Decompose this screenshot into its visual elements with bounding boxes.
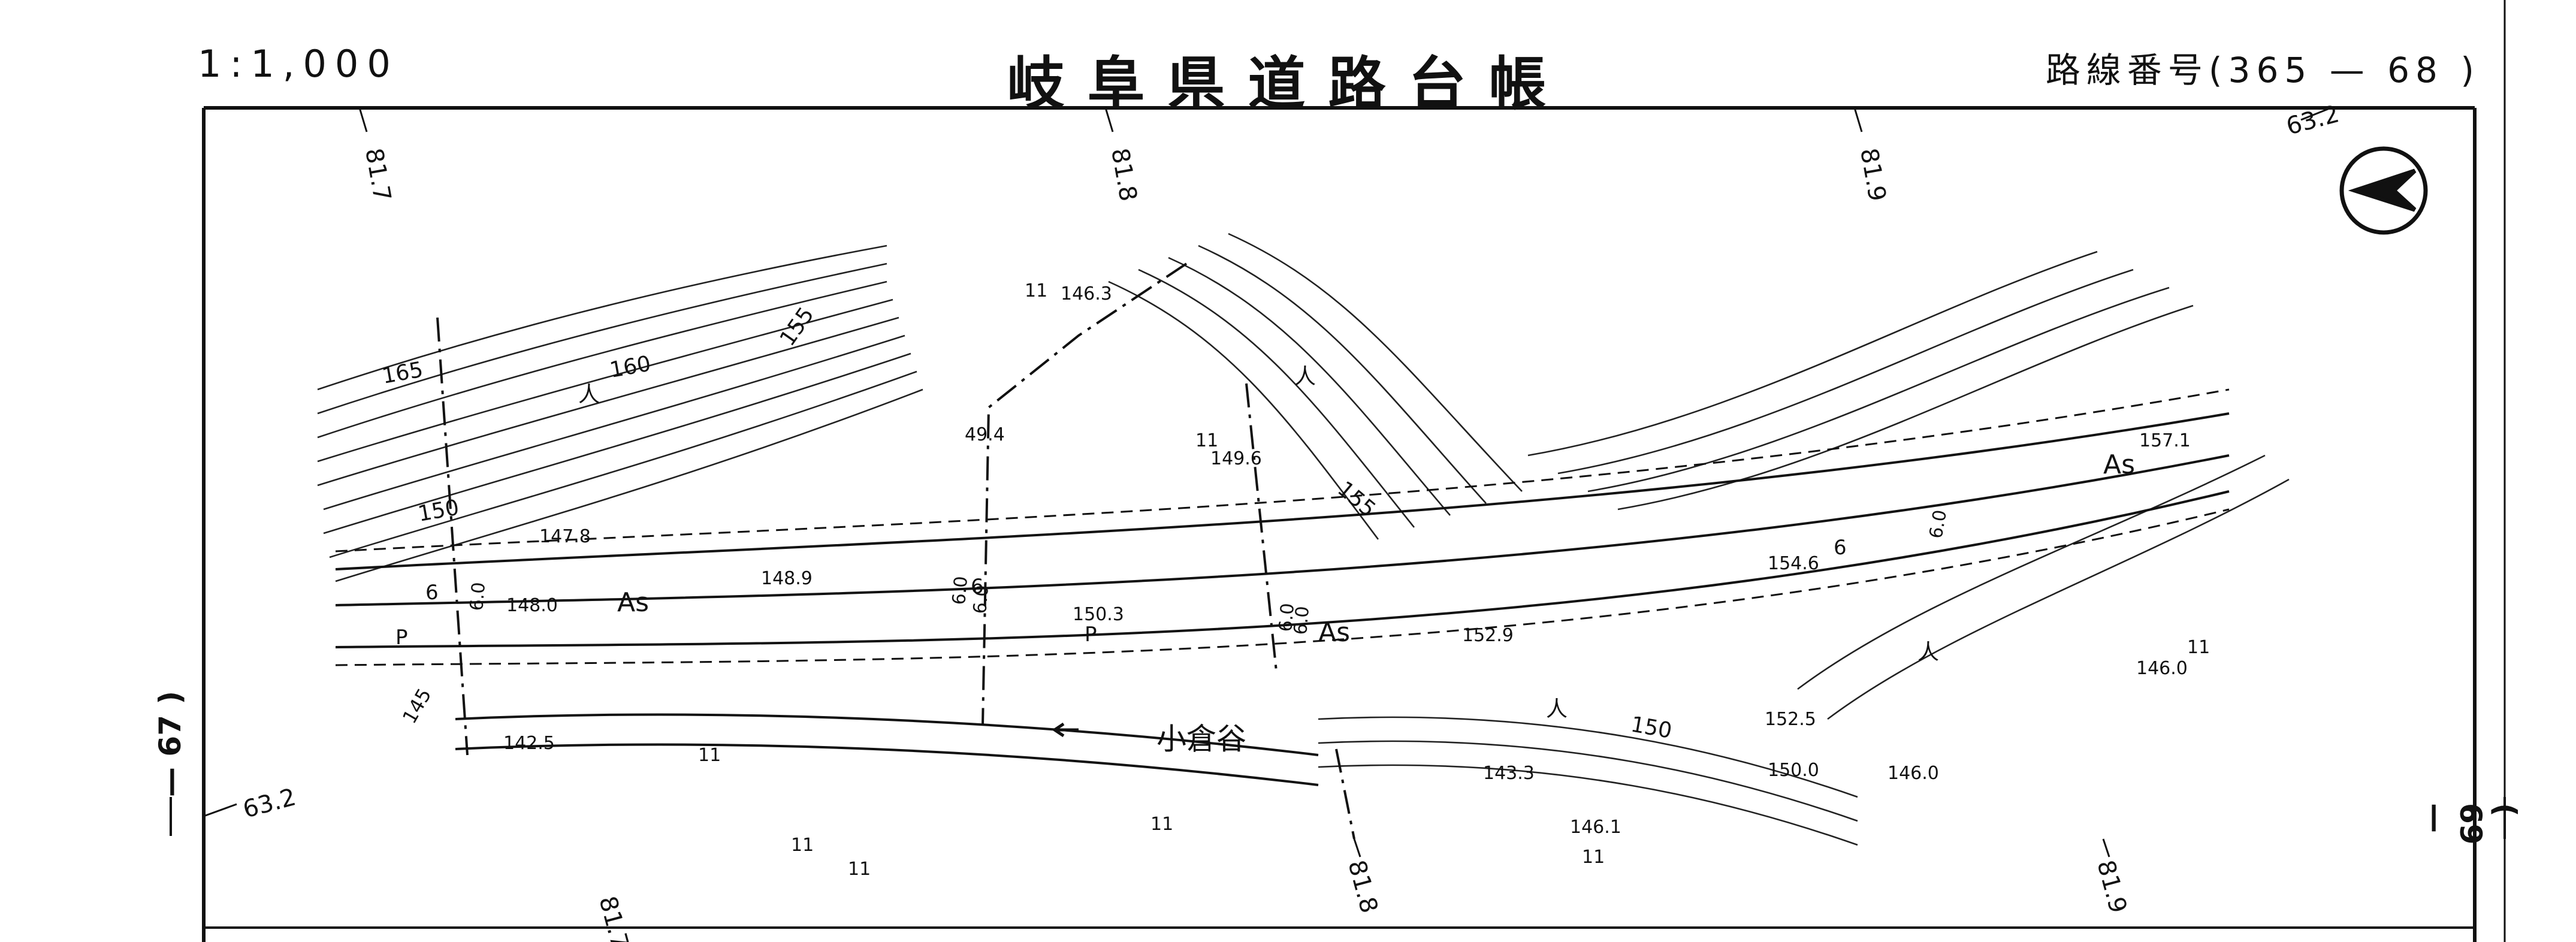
width-label: 6.0 [1290,605,1313,636]
contour-label: 165 [380,358,425,389]
pavement-label: P [395,626,408,650]
road-lines [335,388,2230,666]
spot-height: 148.9 [761,568,813,589]
land-mark: 人 [1917,640,1939,665]
map-labels: 81.7 81.8 81.9 81.8 81.9 81.7 63.2 63.2 … [240,100,2342,942]
spot-height: 147.8 [539,526,591,547]
contour-label: 145 [398,684,436,727]
spot-height: 157.1 [2139,430,2191,451]
road-surface-label: As [1318,617,1350,648]
width-label: 6.0 [466,581,490,612]
contour-label: 150 [416,496,461,527]
map-scale: 1:1,000 [198,42,399,86]
land-mark: 人 [1294,364,1316,389]
river [455,713,1319,786]
ditch-mark: 6 [425,581,439,605]
grid-ref-label: 81.7 [593,893,633,942]
same-mark: 11 [698,745,721,766]
route-number: 路線番号(365 — 68 ) [2045,50,2480,90]
spot-height: 150.3 [1073,604,1124,625]
spot-height: 49.4 [965,424,1005,445]
road-surface-label: As [2103,449,2135,480]
grid-ref-label: 81.9 [1855,146,1891,204]
spot-height: 154.6 [1768,553,1819,574]
same-mark: 11 [791,835,814,856]
river-name: 小倉谷 [1156,721,1246,756]
spot-height: 148.0 [506,595,558,616]
same-mark: 11 [1195,430,1218,451]
pavement-label: P [1085,623,1097,647]
boundary-lines [436,262,1355,840]
width-label: 6.0 [970,584,993,615]
spot-height: 146.0 [1888,763,1939,784]
spot-height: 142.5 [503,733,555,754]
spot-height: 146.0 [2136,658,2188,679]
road-surface-label: As [617,587,649,618]
width-label: 6.0 [949,575,972,606]
grid-ref-label: 81.7 [360,146,396,204]
grid-ref-ticks [203,107,2332,858]
land-mark: 人 [1546,697,1568,721]
spot-height: 150.0 [1768,760,1819,781]
width-label: 6.0 [1925,508,1951,540]
spot-height: 149.6 [1210,448,1262,469]
spot-height: 146.1 [1570,817,1621,838]
grid-ref-label: 81.8 [1106,146,1142,204]
grid-ref-label: 63.2 [240,783,299,823]
same-mark: 11 [1582,847,1605,868]
same-mark: 11 [1025,280,1047,301]
contour-lines [317,233,2290,846]
spot-height: 146.3 [1061,283,1112,304]
grid-ref-label: 81.9 [2091,858,2131,916]
north-arrow-icon [2339,146,2428,235]
land-mark: 人 [578,382,600,407]
same-mark: 11 [2187,637,2210,658]
same-mark: 11 [848,859,871,880]
ditch-mark: 6 [1834,536,1847,560]
spot-height: 143.3 [1483,763,1535,784]
spot-height: 152.9 [1462,625,1514,646]
contour-label: 155 [775,303,819,351]
width-label: 6.0 [1275,602,1298,633]
map-frame [170,0,2506,942]
ditch-mark: 6 [971,575,984,599]
grid-ref-label: 81.8 [1342,858,1382,916]
same-mark: 11 [1150,814,1173,835]
contour-label: 160 [608,352,653,383]
spot-height: 152.5 [1765,709,1816,730]
